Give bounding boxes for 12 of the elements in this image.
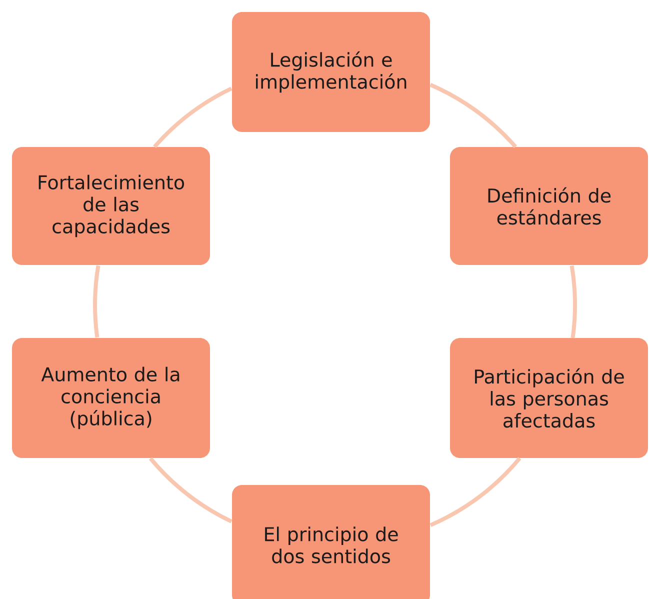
connector-arc [93,265,100,338]
process-box: Aumento de la conciencia (pública) [12,338,210,458]
process-box: Definición de estándares [450,146,648,265]
connector-arc [153,86,232,148]
connector-arc [430,82,517,148]
process-box: Fortalecimiento de las capacidades [12,146,210,265]
process-box: El principio de dos sentidos [232,484,430,599]
process-box: Legislación e implementación [232,12,430,132]
connector-arc [570,265,577,338]
connector-arc [430,456,522,527]
process-box: Participación de las personas afectadas [450,338,648,458]
connector-arc [148,457,232,524]
